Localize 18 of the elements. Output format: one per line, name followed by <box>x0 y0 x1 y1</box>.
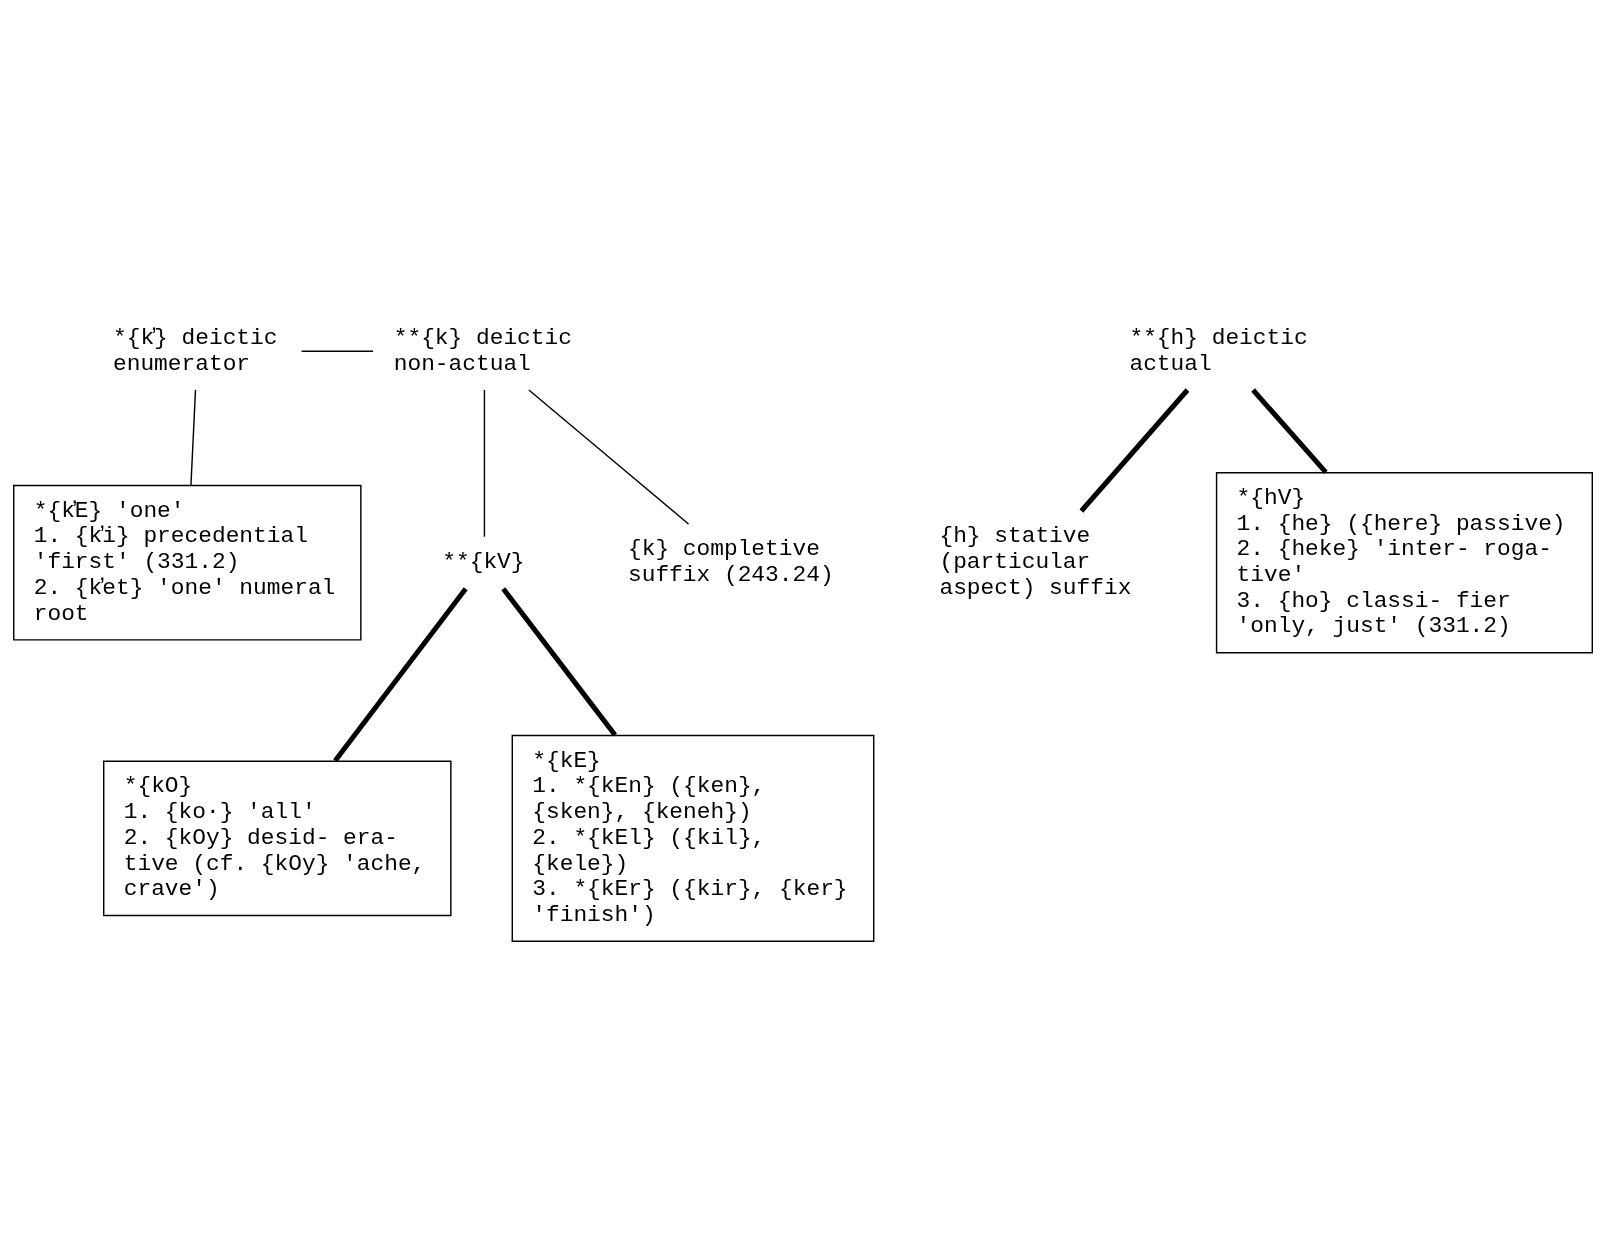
node-box: *{kO} 1. {ko·} 'all' 2. {kOy} desid- era- tive (cf. {kOy} 'ache, crave') <box>103 760 452 916</box>
connector <box>1079 387 1190 513</box>
node-box: *{kE} 1. *{kEn} ({ken}, {sken}, {keneh}) 2. *{kEl} ({kil}, {kele}) 3. *{kEr} ({kir}, {ker} 'finish') <box>511 734 875 942</box>
connector <box>1251 387 1328 474</box>
node-text: **{kV} <box>442 548 525 575</box>
connector <box>190 388 197 486</box>
connector <box>300 350 374 352</box>
connector <box>483 388 486 537</box>
connector <box>333 586 468 762</box>
node-text: {h} stative (particular aspect) suffix <box>939 522 1132 601</box>
connector <box>501 586 617 736</box>
connector <box>528 388 690 525</box>
node-text: {k} completive suffix (243.24) <box>628 535 834 588</box>
node-box: *{hV} 1. {he} ({here} passive) 2. {heke} 'inter- roga- tive' 3. {ho} classi- fier 'only, just' (331.2) <box>1215 471 1593 653</box>
node-box: *{k̓E} 'one' 1. {k̓i} precedential 'first' (331.2) 2. {k̓et} 'one' numeral root <box>13 484 362 641</box>
node-text: **{k} deictic non-actual <box>393 324 572 377</box>
node-text: *{k̓} deictic enumerator <box>113 324 278 377</box>
node-text: **{h} deictic actual <box>1129 324 1308 377</box>
